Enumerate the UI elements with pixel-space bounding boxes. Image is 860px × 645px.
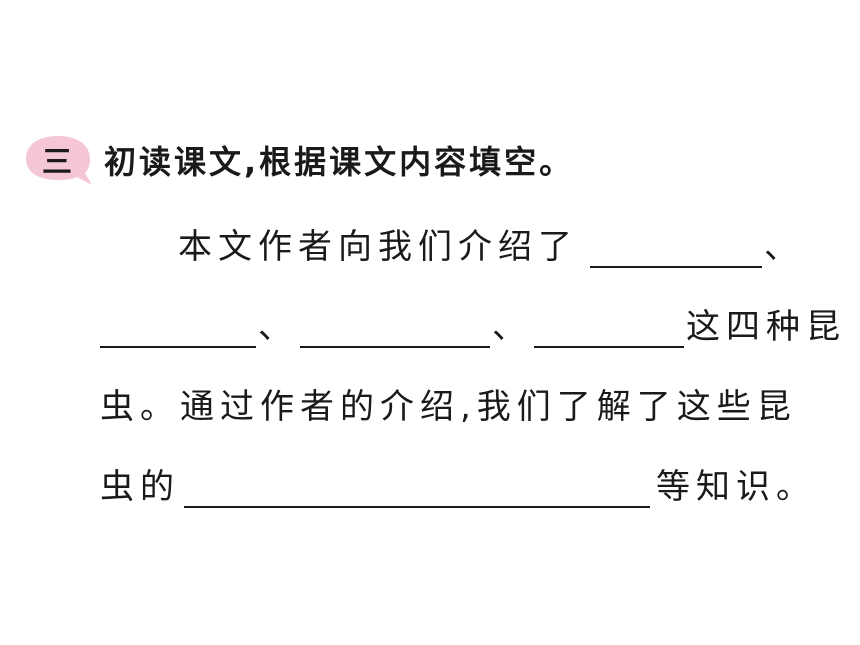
passage-text: 这四种昆 [686, 307, 846, 347]
fill-blank-1[interactable] [590, 230, 762, 268]
section-number: 三 [42, 145, 72, 180]
section-number-badge: 三 [22, 132, 96, 188]
passage-text: 等知识。 [656, 467, 816, 507]
passage-line-4: 虫的 等知识。 [100, 458, 816, 508]
passage-text: 虫的 [100, 467, 180, 507]
passage-punctuation: 、 [492, 307, 532, 347]
section-instruction: 初读课文,根据课文内容填空。 [104, 143, 575, 181]
badge-shape-icon [26, 136, 92, 185]
passage-punctuation: 、 [764, 227, 804, 267]
passage-line-3: 虫。通过作者的介绍,我们了解了这些昆 [100, 378, 797, 428]
section-header: 三 初读课文,根据课文内容填空。 [22, 132, 574, 188]
passage-line-2: 、 、 这四种昆 [100, 298, 846, 348]
passage-line-1: 本文作者向我们介绍了 、 [178, 218, 804, 268]
fill-blank-3[interactable] [300, 310, 490, 348]
fill-blank-2[interactable] [100, 310, 256, 348]
fill-blank-5[interactable] [184, 470, 650, 508]
fill-blank-4[interactable] [534, 310, 684, 348]
passage-punctuation: 、 [258, 307, 298, 347]
passage-text: 虫。通过作者的介绍,我们了解了这些昆 [100, 387, 797, 427]
passage-text: 本文作者向我们介绍了 [178, 227, 578, 267]
